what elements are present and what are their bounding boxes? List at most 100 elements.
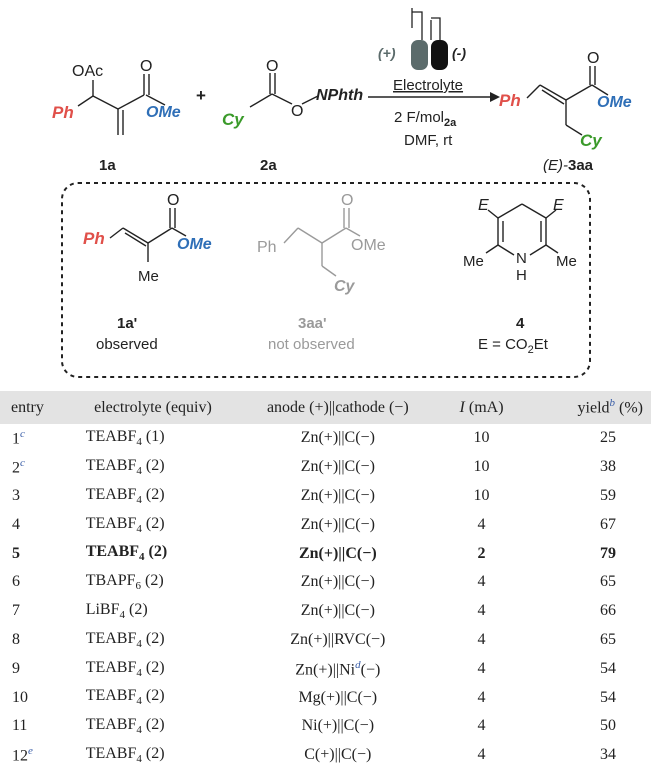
cell-current: 10 xyxy=(473,429,490,447)
cell-current: 10 xyxy=(473,458,490,476)
label-3aa: (E)-3aa xyxy=(543,157,594,174)
note-observed: observed xyxy=(96,336,158,353)
header-entry: entry xyxy=(11,398,44,416)
cell-electrolyte: TEABF4 (2) xyxy=(85,629,165,651)
cell-current: 4 xyxy=(477,573,486,591)
cathode-electrode-icon xyxy=(431,40,448,70)
cell-electrodes: Zn(+)||RVC(−) xyxy=(290,630,386,648)
cell-entry: 1c xyxy=(12,428,25,448)
header-electrodes: anode (+)||cathode (−) xyxy=(266,398,409,416)
alkyl-label: Cy xyxy=(334,278,356,295)
cell-yield: 25 xyxy=(600,429,616,447)
cell-current: 10 xyxy=(473,486,490,504)
cell-yield: 66 xyxy=(600,602,616,620)
aryl-label: Ph xyxy=(83,229,105,248)
ester-group-label: E xyxy=(553,197,564,214)
reactant-1a: OAc O Ph OMe 1a xyxy=(52,58,181,174)
electrochemical-cell-icon: (+) (-) xyxy=(378,8,466,70)
cell-entry: 9 xyxy=(12,659,20,677)
cell-electrolyte: TEABF4 (2) xyxy=(85,457,165,478)
cell-electrodes: Zn(+)||C(−) xyxy=(300,515,375,533)
table-row: 4 TEABF4 (2) Zn(+)||C(−) 4 67 xyxy=(0,510,651,539)
cell-yield: 59 xyxy=(600,486,616,504)
cell-yield: 50 xyxy=(600,717,616,735)
ester-label: OMe xyxy=(351,237,386,254)
methyl-label: Me xyxy=(556,253,577,270)
note-not-observed: not observed xyxy=(268,336,355,353)
cell-electrodes: Zn(+)||C(−) xyxy=(300,602,375,620)
aryl-label: Ph xyxy=(52,103,74,122)
cell-entry: 3 xyxy=(12,486,20,504)
nitrogen-label: N xyxy=(516,250,527,267)
cell-electrodes: Zn(+)||Nid(−) xyxy=(295,658,381,678)
cell-yield: 67 xyxy=(600,515,616,533)
anode-sign: (+) xyxy=(378,45,396,61)
cell-yield: 65 xyxy=(600,630,616,648)
ester-label: OMe xyxy=(146,104,181,121)
anode-electrode-icon xyxy=(411,40,428,70)
carbonyl-o-label: O xyxy=(587,50,599,67)
cell-electrolyte: TEABF4 (2) xyxy=(85,543,168,564)
table-header-row: entry electrolyte (equiv) anode (+)||cat… xyxy=(0,391,651,424)
side-product-1a-prime: O Ph OMe Me 1a' observed xyxy=(83,192,212,353)
product-3aa: O Ph OMe Cy (E)-3aa xyxy=(499,50,632,174)
hydrogen-label: H xyxy=(516,267,527,284)
cell-electrolyte: TEABF4 (2) xyxy=(85,514,165,535)
cell-yield: 54 xyxy=(600,688,616,706)
header-current: I (mA) xyxy=(459,398,504,416)
cell-electrodes: Zn(+)||C(−) xyxy=(298,544,377,562)
cathode-sign: (-) xyxy=(452,45,466,61)
methyl-label: Me xyxy=(138,268,159,285)
cell-electrodes: Mg(+)||C(−) xyxy=(298,688,378,706)
reactant-2a: O O Cy NPhth 2a xyxy=(222,58,363,174)
svg-text:O: O xyxy=(341,192,353,209)
note-ester-definition: E = CO2Et xyxy=(478,336,549,356)
cell-electrolyte: TEABF4 (2) xyxy=(85,745,165,766)
cell-electrolyte: TEABF4 (2) xyxy=(85,687,165,708)
cell-electrolyte: TBAPF6 (2) xyxy=(85,572,164,593)
cell-entry: 8 xyxy=(12,630,20,648)
header-electrolyte: electrolyte (equiv) xyxy=(94,398,212,416)
side-product-4: E E Me Me N H 4 E = CO2Et xyxy=(463,197,577,356)
conditions-electrolyte: Electrolyte xyxy=(393,77,463,94)
cell-current: 4 xyxy=(477,515,486,533)
cell-entry: 2c xyxy=(12,457,25,477)
arrow-head-icon xyxy=(490,92,500,102)
cell-entry: 10 xyxy=(12,688,28,706)
alkyl-label: Cy xyxy=(222,110,245,129)
label-1a: 1a xyxy=(99,157,116,174)
ester-group-label: E xyxy=(478,197,489,214)
cell-electrodes: Zn(+)||C(−) xyxy=(300,486,375,504)
reaction-scheme: OAc O Ph OMe 1a + O O Cy NPhth 2a (+) (-… xyxy=(52,8,632,378)
ester-label: OMe xyxy=(177,236,212,253)
cell-entry: 4 xyxy=(12,515,20,533)
cell-electrodes: C(+)||C(−) xyxy=(304,746,372,764)
cell-current: 4 xyxy=(477,746,486,764)
cell-current: 4 xyxy=(477,630,486,648)
side-products-box xyxy=(61,182,591,378)
acetate-label: OAc xyxy=(72,63,103,80)
cell-yield: 54 xyxy=(600,659,616,677)
cell-electrodes: Zn(+)||C(−) xyxy=(300,429,375,447)
side-product-3aa-prime: O Ph OMe Cy 3aa' not observed xyxy=(257,192,386,353)
aryl-label: Ph xyxy=(257,239,277,256)
cell-current: 4 xyxy=(477,602,486,620)
cell-current: 4 xyxy=(477,717,486,735)
table-row: 8 TEABF4 (2) Zn(+)||RVC(−) 4 65 xyxy=(0,626,651,655)
methyl-label: Me xyxy=(463,253,484,270)
cell-current: 4 xyxy=(477,688,486,706)
cell-yield: 65 xyxy=(600,573,616,591)
cell-entry: 7 xyxy=(12,602,20,620)
cell-electrolyte: LiBF4 (2) xyxy=(85,601,148,622)
label-3aa-prime: 3aa' xyxy=(298,315,327,332)
label-1a-prime: 1a' xyxy=(117,315,137,332)
cell-entry: 5 xyxy=(12,544,20,562)
leaving-group-label: NPhth xyxy=(316,87,363,104)
